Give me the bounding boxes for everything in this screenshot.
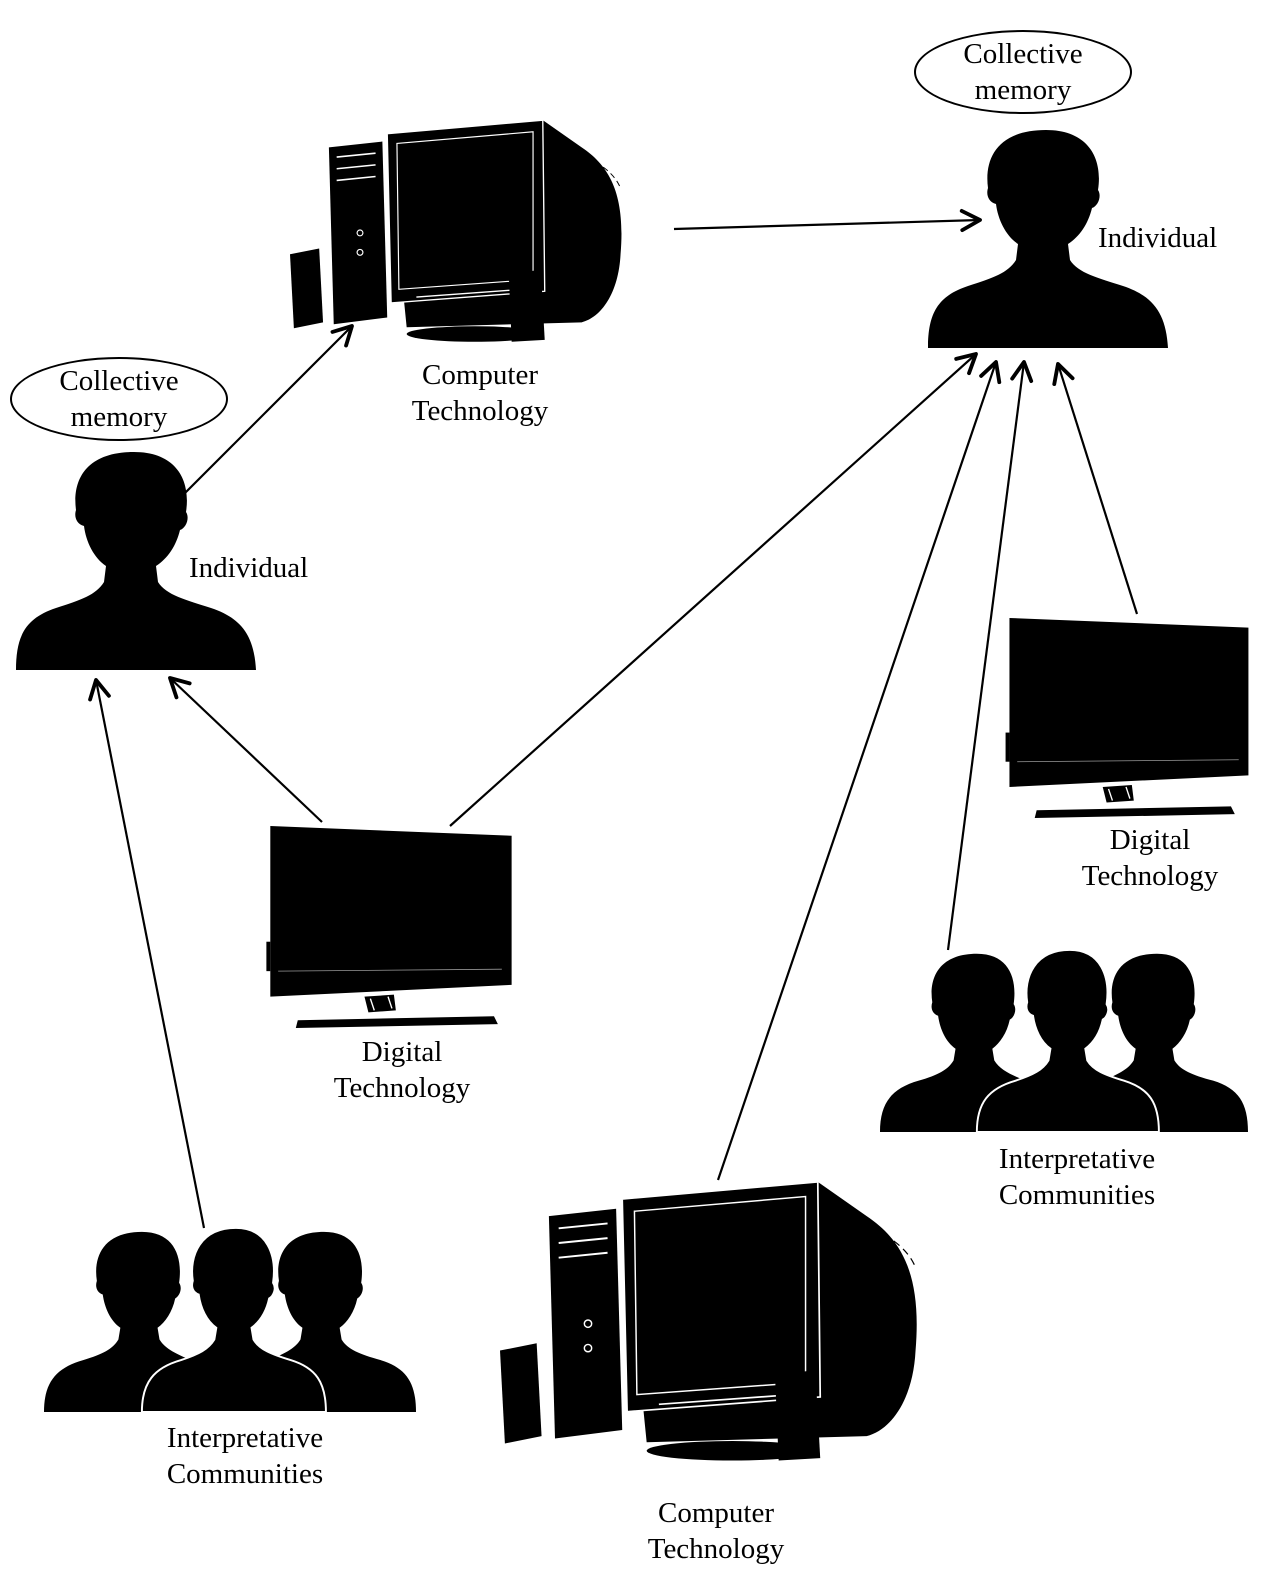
digital-technology-line1: Digital bbox=[1109, 824, 1191, 856]
arrow-digital-left-to-individual-left bbox=[168, 676, 323, 823]
flat-monitor-icon bbox=[265, 825, 513, 1029]
arrow-individual-to-computer-top bbox=[167, 324, 354, 511]
collective-memory-line1: Collective bbox=[59, 365, 179, 397]
flat-monitor-icon bbox=[1004, 617, 1250, 819]
collective-memory-line1: Collective bbox=[963, 38, 1083, 70]
computer-technology-label-top: Computer Technology bbox=[380, 357, 580, 429]
arrow-computer-top-to-individual-right bbox=[673, 209, 982, 233]
interpretative-communities-line2: Communities bbox=[998, 1179, 1156, 1211]
interpretative-communities-label-left: Interpretative Communities bbox=[130, 1420, 360, 1492]
collective-memory-text: Collective memory bbox=[963, 36, 1082, 108]
arrows bbox=[88, 209, 1139, 1229]
interpretative-communities-label-right: Interpretative Communities bbox=[962, 1141, 1192, 1213]
group-silhouette-icon bbox=[878, 948, 1250, 1132]
arrow-digital-left-to-individual-right bbox=[449, 352, 978, 827]
digital-technology-line1: Digital bbox=[361, 1036, 443, 1068]
computer-technology-line2: Technology bbox=[647, 1533, 785, 1565]
arrow-communities-right-to-individual-right bbox=[946, 360, 1034, 951]
collective-memory-line2: memory bbox=[70, 401, 168, 433]
interpretative-communities-line1: Interpretative bbox=[998, 1143, 1156, 1175]
group-silhouette-icon bbox=[43, 1226, 417, 1412]
computer-technology-line2: Technology bbox=[411, 395, 549, 427]
individual-label-left: Individual bbox=[189, 552, 309, 584]
computer-technology-line1: Computer bbox=[422, 359, 538, 391]
arrow-communities-left-to-individual-left bbox=[88, 678, 206, 1229]
digital-technology-line2: Technology bbox=[1081, 860, 1219, 892]
computer-technology-line1: Computer bbox=[658, 1497, 774, 1529]
collective-memory-bubble-left: Collective memory bbox=[10, 357, 228, 441]
arrow-computer-bottom-to-individual-right bbox=[716, 360, 1002, 1181]
digital-technology-line2: Technology bbox=[333, 1072, 471, 1104]
collective-memory-line2: memory bbox=[974, 74, 1072, 106]
collective-memory-bubble-right: Collective memory bbox=[914, 30, 1132, 114]
computer-technology-label-bottom: Computer Technology bbox=[616, 1495, 816, 1567]
collective-memory-text: Collective memory bbox=[59, 363, 178, 435]
crt-computer-icon bbox=[290, 119, 623, 343]
interpretative-communities-line1: Interpretative bbox=[166, 1422, 324, 1454]
digital-technology-label-right: Digital Technology bbox=[1050, 822, 1250, 894]
digital-technology-label-left: Digital Technology bbox=[302, 1034, 502, 1106]
arrow-digital-right-to-individual-right bbox=[1052, 362, 1139, 615]
crt-computer-icon bbox=[500, 1180, 918, 1462]
individual-label-right: Individual bbox=[1098, 222, 1218, 254]
interpretative-communities-line2: Communities bbox=[166, 1458, 324, 1490]
